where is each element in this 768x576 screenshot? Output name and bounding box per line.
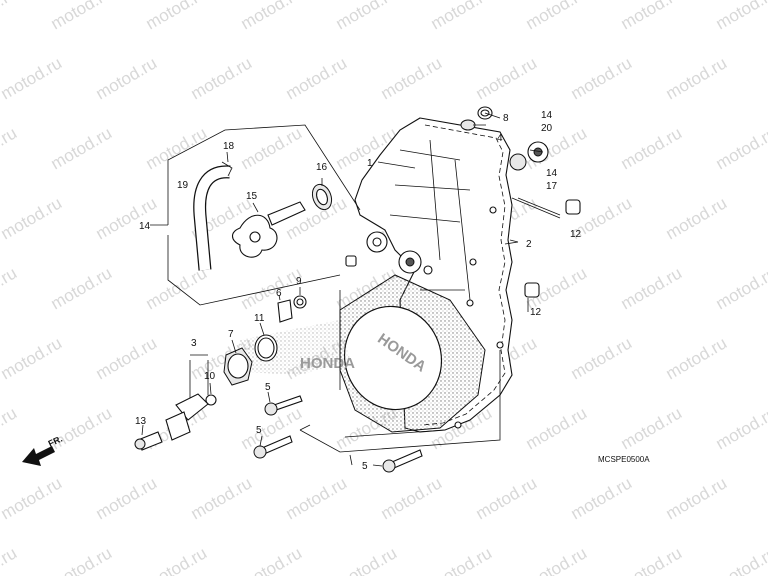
watermark-text: motod.ru <box>0 263 20 313</box>
watermark-text: motod.ru <box>713 0 768 33</box>
callout-8: 8 <box>503 113 509 124</box>
watermark-text: motod.ru <box>143 263 211 313</box>
watermark-text: motod.ru <box>0 193 65 243</box>
watermark-text: motod.ru <box>0 403 20 453</box>
callout-11: 11 <box>254 313 265 324</box>
callout-4: 4 <box>497 133 503 144</box>
callout-1: 1 <box>367 158 373 169</box>
watermark-text: motod.ru <box>618 263 686 313</box>
watermark-text: motod.ru <box>143 0 211 33</box>
watermark-text: motod.ru <box>428 543 496 576</box>
callout-15: 15 <box>246 191 258 202</box>
callout-5-b: 5 <box>256 425 262 436</box>
diagram-code: MCSPE0500A <box>598 455 650 464</box>
watermark-text: motod.ru <box>713 123 768 173</box>
watermark-text: motod.ru <box>93 193 161 243</box>
watermark-text: motod.ru <box>0 53 65 103</box>
watermark-text: motod.ru <box>663 333 731 383</box>
watermark-text: motod.ru <box>523 403 591 453</box>
watermark-text: motod.ru <box>333 0 401 33</box>
watermark-text: motod.ru <box>283 473 351 523</box>
callout-5-c: 5 <box>362 461 368 472</box>
watermark-text: motod.ru <box>143 543 211 576</box>
watermark-text: motod.ru <box>238 543 306 576</box>
left-parts <box>134 295 307 451</box>
watermark-text: motod.ru <box>618 543 686 576</box>
callout-3: 3 <box>191 338 197 349</box>
brand-watermark-text: HONDA <box>300 355 355 372</box>
bolts <box>253 395 423 473</box>
watermark-text: motod.ru <box>663 193 731 243</box>
watermark-text: motod.ru <box>283 53 351 103</box>
callout-5-a: 5 <box>265 382 271 393</box>
watermark-text: motod.ru <box>568 53 636 103</box>
watermark-text: motod.ru <box>48 0 116 33</box>
callout-14-c: 14 <box>546 168 558 179</box>
seal-part <box>311 183 333 211</box>
watermark-text: motod.ru <box>473 473 541 523</box>
watermark-text: motod.ru <box>523 0 591 33</box>
watermark-text: motod.ru <box>143 123 211 173</box>
watermark-text: motod.ru <box>48 403 116 453</box>
watermark-text: motod.ru <box>188 53 256 103</box>
watermark-text: motod.ru <box>333 543 401 576</box>
callout-10: 10 <box>204 371 216 382</box>
watermark-text: motod.ru <box>48 123 116 173</box>
callout-20: 20 <box>541 123 553 134</box>
callout-2: 2 <box>526 239 532 250</box>
watermark-text: motod.ru <box>93 473 161 523</box>
watermark-text: motod.ru <box>48 263 116 313</box>
callout-9: 9 <box>296 276 302 287</box>
watermark-text: motod.ru <box>0 473 65 523</box>
watermark-text: motod.ru <box>378 53 446 103</box>
watermark-text: motod.ru <box>238 123 306 173</box>
hose-part <box>193 161 233 271</box>
watermark-text: motod.ru <box>663 473 731 523</box>
callout-12-b: 12 <box>530 307 542 318</box>
watermark-text: motod.ru <box>378 473 446 523</box>
watermark-text: motod.ru <box>0 543 20 576</box>
callout-7: 7 <box>228 329 234 340</box>
watermark-text: motod.ru <box>618 0 686 33</box>
watermark-text: motod.ru <box>428 0 496 33</box>
watermark-text: motod.ru <box>0 123 20 173</box>
watermark-text: motod.ru <box>618 123 686 173</box>
watermark-text: motod.ru <box>713 403 768 453</box>
callout-14-a: 14 <box>139 221 151 232</box>
callout-6: 6 <box>276 288 282 299</box>
callout-17: 17 <box>546 181 558 192</box>
callout-19: 19 <box>177 180 189 191</box>
callout-18: 18 <box>223 141 235 152</box>
watermark-text: motod.ru <box>568 473 636 523</box>
watermark-text: motod.ru <box>568 333 636 383</box>
callout-14-b: 14 <box>541 110 553 121</box>
watermark-text: motod.ru <box>238 0 306 33</box>
callout-12-a: 12 <box>570 229 582 240</box>
watermark-text: motod.ru <box>473 53 541 103</box>
watermark-text: motod.ru <box>713 543 768 576</box>
watermark-text: motod.ru <box>93 53 161 103</box>
group-outlines <box>150 124 561 466</box>
watermark-text: motod.ru <box>48 543 116 576</box>
watermark-text: motod.ru <box>0 333 65 383</box>
leader-lines <box>141 112 544 467</box>
watermark-text: motod.ru <box>523 543 591 576</box>
watermark-text: motod.ru <box>713 263 768 313</box>
watermark-text: motod.ru <box>0 0 20 33</box>
watermark-text: motod.ru <box>188 473 256 523</box>
watermark-text: motod.ru <box>663 53 731 103</box>
callout-labels: 1 2 3 4 5 5 5 6 7 8 9 10 11 12 12 13 14 … <box>135 110 582 472</box>
callout-16: 16 <box>316 162 328 173</box>
watermark-text: motod.ru <box>93 333 161 383</box>
watermark-text: motod.ru <box>618 403 686 453</box>
callout-13: 13 <box>135 416 147 427</box>
impeller-part <box>231 201 306 258</box>
